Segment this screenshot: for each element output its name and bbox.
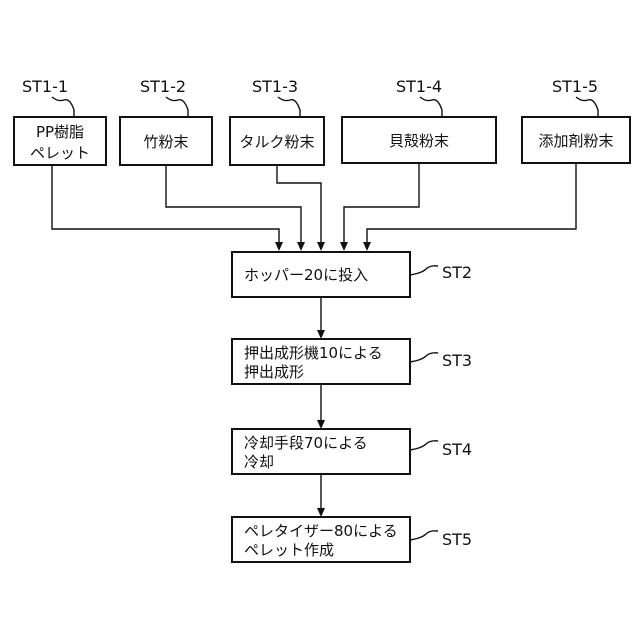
step-label-st3: ST3 [442,351,472,370]
input-st1-5: ST1-5 添加剤粉末 [522,77,630,163]
leader-st1-1 [52,97,74,118]
leader-st3 [410,353,438,362]
arrowhead-st1-1 [275,242,283,251]
arrowhead-st1-2 [297,242,305,251]
leader-st1-2 [166,97,188,118]
leader-st1-4 [420,97,442,118]
step-label-st1-3: ST1-3 [252,77,298,96]
process-st4: 冷却手段70による 冷却 ST4 [232,429,472,474]
leader-st2 [410,266,438,275]
arrowhead-st4 [317,420,325,429]
box-text-pelletizing-2: ペレット作成 [244,541,334,559]
process-st3: 押出成形機10による 押出成形 ST3 [232,339,472,384]
box-text-hopper: ホッパー20に投入 [244,266,368,284]
connector-st1-4 [344,163,419,242]
input-st1-1: ST1-1 PP樹脂 ペレット [14,77,106,165]
arrowhead-st1-3 [317,242,325,251]
box-text-additive: 添加剤粉末 [538,132,613,150]
box-text-bamboo: 竹粉末 [143,133,188,151]
box-text-extrusion-2: 押出成形 [244,363,304,381]
box-text-pp-resin: PP樹脂 [36,123,84,141]
step-label-st5: ST5 [442,530,472,549]
box-text-pellet: ペレット [30,144,90,162]
input-st1-2: ST1-2 竹粉末 [120,77,212,165]
process-st2: ホッパー20に投入 ST2 [232,252,472,297]
box-text-shell: 貝殻粉末 [389,132,449,150]
step-label-st1-1: ST1-1 [22,77,68,96]
input-connectors [52,163,576,251]
arrowhead-st1-5 [363,242,371,251]
box-text-pelletizing-1: ペレタイザー80による [244,522,398,540]
connector-st1-3 [277,165,321,242]
arrowhead-st3 [317,330,325,339]
box-text-cooling-1: 冷却手段70による [244,434,368,452]
arrowhead-st1-4 [340,242,348,251]
step-label-st1-2: ST1-2 [140,77,186,96]
leader-st4 [410,441,438,450]
box-text-cooling-2: 冷却 [244,453,274,471]
input-st1-3: ST1-3 タルク粉末 [230,77,324,165]
box-text-extrusion-1: 押出成形機10による [244,344,383,362]
connector-st1-2 [166,165,301,242]
step-label-st1-4: ST1-4 [396,77,442,96]
leader-st1-3 [278,97,300,118]
input-st1-4: ST1-4 貝殻粉末 [342,77,496,163]
step-label-st1-5: ST1-5 [552,77,598,96]
arrowhead-st5 [317,508,325,517]
process-st5: ペレタイザー80による ペレット作成 ST5 [232,517,472,562]
step-label-st4: ST4 [442,440,472,459]
leader-st5 [410,531,438,540]
step-label-st2: ST2 [442,263,472,282]
leader-st1-5 [576,97,598,118]
process-connectors [317,297,325,517]
box-text-talc: タルク粉末 [239,133,314,151]
connector-st1-5 [367,163,576,242]
